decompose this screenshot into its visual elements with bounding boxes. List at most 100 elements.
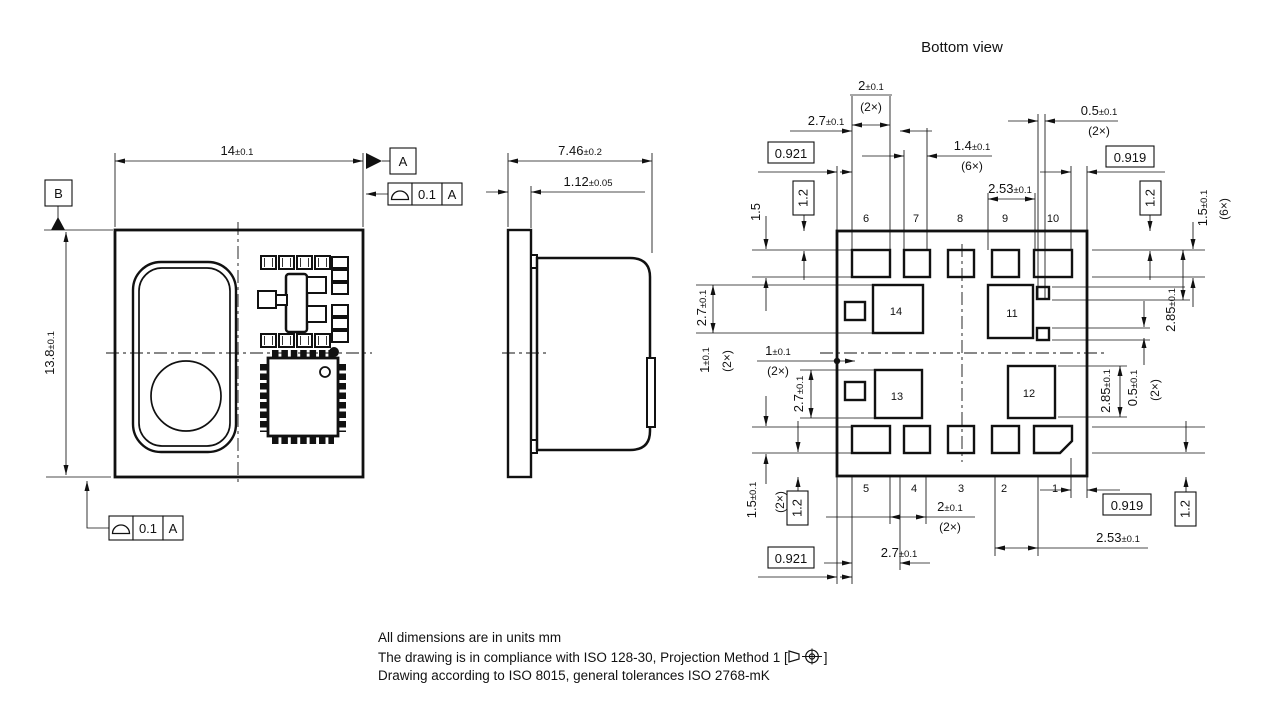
pcb-fiducial-dot xyxy=(329,347,339,357)
note-projection: The drawing is in compliance with ISO 12… xyxy=(378,648,828,665)
pad-small-right-bottom xyxy=(1035,326,1051,342)
ref-0921-top: 0.921 xyxy=(775,146,808,161)
pad-label-1: 1 xyxy=(1052,483,1058,495)
dim-1-left-rot-count: (2×) xyxy=(720,350,734,372)
extension-lines xyxy=(696,96,1205,584)
ref-0921-bottom: 0.921 xyxy=(775,551,808,566)
bottom-view-title: Bottom view xyxy=(921,39,1003,56)
front-view: 14±0.1 A 0.1 A B xyxy=(42,143,463,541)
dim-padw: 1.4±0.1 xyxy=(954,138,991,153)
pad-label-7: 7 xyxy=(913,213,919,225)
pad-small-right-top xyxy=(1035,285,1051,301)
dim-27-bottom: 2.7±0.1 xyxy=(881,545,918,560)
datum-b: B xyxy=(44,179,113,231)
pad-label-5: 5 xyxy=(863,483,869,495)
bottom-view: Bottom view xyxy=(694,39,1231,584)
pad-10 xyxy=(1032,248,1074,279)
dim-padh: 1.5±0.1 xyxy=(1195,190,1210,227)
dim-padw-count: (6×) xyxy=(961,159,983,173)
dim-285-right-b: 2.85±0.1 xyxy=(1098,369,1113,413)
dim-padh-count: (6×) xyxy=(1217,198,1231,220)
svg-text:14±0.1: 14±0.1 xyxy=(221,143,254,158)
svg-text:A: A xyxy=(169,521,178,536)
ref-12-top-left: 1.2 xyxy=(796,189,811,207)
dim-pitch2-top-count: (2×) xyxy=(860,100,882,114)
dim-side-depth: 7.46±0.2 xyxy=(507,143,653,253)
pad-13 xyxy=(873,368,924,420)
profile-of-surface-icon xyxy=(111,524,131,535)
qfn-body xyxy=(266,356,340,438)
svg-text:7.46±0.2: 7.46±0.2 xyxy=(558,143,602,158)
pad-7 xyxy=(902,248,932,279)
sot-transistor xyxy=(284,272,309,334)
dimension-origin-dot xyxy=(833,357,841,365)
qfn-pin1-mark xyxy=(319,366,331,378)
dim-front-width: 14±0.1 xyxy=(114,143,364,227)
dim-front-height: 13.8±0.1 xyxy=(42,232,111,478)
dim-pitch2-top: 2±0.1 xyxy=(858,78,884,93)
fcf-top: 0.1 A xyxy=(366,182,463,206)
ref-12-top-right: 1.2 xyxy=(1143,189,1158,207)
side-tab xyxy=(646,357,656,428)
qfn-chip xyxy=(260,347,346,444)
dim-1-left-h: 1±0.1 xyxy=(765,343,791,358)
fcf-bottom: 0.1 A xyxy=(84,481,184,541)
ref-12-bottom-left: 1.2 xyxy=(790,499,805,517)
pad-small-left-bottom xyxy=(843,380,867,402)
pad-label-10: 10 xyxy=(1047,213,1059,225)
pad-label-8: 8 xyxy=(957,213,963,225)
ref-0919-top: 0.919 xyxy=(1114,150,1147,165)
pad-4 xyxy=(902,424,932,455)
first-angle-projection-icon xyxy=(788,648,822,664)
dimension-lines xyxy=(710,94,1196,580)
pad-small-left-top xyxy=(843,300,867,322)
pad-9 xyxy=(990,248,1021,279)
note-units: All dimensions are in units mm xyxy=(378,630,562,645)
pad-label-9: 9 xyxy=(1002,213,1008,225)
side-body xyxy=(535,256,652,452)
pad-8 xyxy=(946,248,976,279)
ref-0919-bottom: 0.919 xyxy=(1111,498,1144,513)
pad-11 xyxy=(986,283,1035,340)
dim-side-pcb-thickness: 1.12±0.05 xyxy=(486,174,645,228)
pad-label-2: 2 xyxy=(1001,483,1007,495)
dim-05-top: 0.5±0.1 xyxy=(1081,103,1118,118)
pad-label-12: 12 xyxy=(1023,388,1035,400)
pad-label-11: 11 xyxy=(1006,308,1017,320)
pads xyxy=(843,248,1074,455)
svg-text:0.1: 0.1 xyxy=(418,187,436,202)
pad-6 xyxy=(850,248,892,279)
dim-27-top: 2.7±0.1 xyxy=(808,113,845,128)
reference-boxes: 0.921 0.919 1.2 1.2 1.2 1.2 0.919 0.921 xyxy=(767,141,1197,569)
datum-a: A xyxy=(366,147,417,175)
ref-12-bottom-right: 1.2 xyxy=(1178,500,1193,518)
svg-text:1.12±0.05: 1.12±0.05 xyxy=(563,174,612,189)
pad-label-13: 13 xyxy=(891,391,903,403)
side-pcb-plate xyxy=(506,228,533,479)
pad-12 xyxy=(1006,364,1057,420)
pad-5 xyxy=(850,424,892,455)
dim-05-right: 0.5±0.1 xyxy=(1125,370,1140,407)
svg-text:A: A xyxy=(399,154,408,169)
pad-1-chamfered xyxy=(1032,424,1074,455)
drawing-notes: All dimensions are in units mm The drawi… xyxy=(378,629,998,686)
dim-27-left-a: 2.7±0.1 xyxy=(694,290,709,327)
profile-of-surface-icon xyxy=(390,190,410,201)
dim-05-right-count: (2×) xyxy=(1148,379,1162,401)
pad-14 xyxy=(871,283,925,335)
dimension-texts: 2±0.1 (2×) 2.7±0.1 1.4±0.1 (6×) 0.5±0.1 … xyxy=(694,78,1231,560)
pad-label-3: 3 xyxy=(958,483,964,495)
pad-2 xyxy=(990,424,1021,455)
note-tolerances: Drawing according to ISO 8015, general t… xyxy=(378,668,770,683)
svg-text:A: A xyxy=(448,187,457,202)
side-view: 7.46±0.2 1.12±0.05 xyxy=(486,143,656,479)
sensor-membrane-circle xyxy=(150,360,222,432)
pad-label-6: 6 xyxy=(863,213,869,225)
dim-1-left-rot: 1±0.1 xyxy=(697,347,712,373)
pad-label-14: 14 xyxy=(890,306,902,318)
dim-1-left-h-count: (2×) xyxy=(767,364,789,378)
dim-253-top: 2.53±0.1 xyxy=(988,181,1032,196)
dim-pitch2-bottom-count: (2×) xyxy=(939,520,961,534)
dim-27-left-b: 2.7±0.1 xyxy=(791,376,806,413)
